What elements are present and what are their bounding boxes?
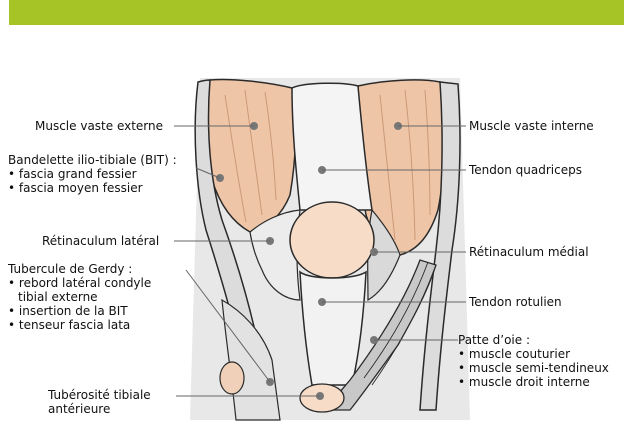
label-tuberosite-line1: Tubérosité tibiale	[48, 388, 151, 402]
label-gerdy-item: tibial externe	[8, 290, 151, 304]
label-tuberosite-line2: antérieure	[48, 402, 151, 416]
label-vaste-interne: Muscle vaste interne	[469, 119, 594, 133]
label-bit-item: • fascia grand fessier	[8, 167, 177, 181]
label-retinaculum-lateral: Rétinaculum latéral	[42, 234, 159, 248]
label-retinaculum-medial: Rétinaculum médial	[469, 245, 589, 259]
label-patte-oie-title: Patte d’oie :	[458, 333, 627, 347]
label-patte-oie-item: • muscle droit interne	[458, 375, 627, 389]
label-tendon-rotulien: Tendon rotulien	[469, 295, 562, 309]
label-gerdy: Tubercule de Gerdy : • rebord latéral co…	[8, 262, 151, 332]
label-tendon-quadriceps: Tendon quadriceps	[469, 163, 582, 177]
fibular-head	[220, 362, 244, 394]
label-gerdy-item: • insertion de la BIT	[8, 304, 151, 318]
patella	[290, 202, 374, 278]
label-patte-oie: Patte d’oie : • muscle couturier • muscl…	[458, 333, 627, 389]
quadriceps-tendon	[292, 83, 372, 210]
label-bit: Bandelette ilio-tibiale (BIT) : • fascia…	[8, 153, 177, 195]
patellar-tendon	[300, 272, 366, 385]
label-tuberosite: Tubérosité tibiale antérieure	[48, 388, 151, 416]
label-bit-item: • fascia moyen fessier	[8, 181, 177, 195]
label-gerdy-title: Tubercule de Gerdy :	[8, 262, 151, 276]
label-bit-title: Bandelette ilio-tibiale (BIT) :	[8, 153, 177, 167]
label-vaste-externe: Muscle vaste externe	[35, 119, 163, 133]
label-patte-oie-item: • muscle couturier	[458, 347, 627, 361]
label-gerdy-item: • rebord latéral condyle	[8, 276, 151, 290]
label-patte-oie-item: • muscle semi-tendineux	[458, 361, 627, 375]
label-gerdy-item: • tenseur fascia lata	[8, 318, 151, 332]
